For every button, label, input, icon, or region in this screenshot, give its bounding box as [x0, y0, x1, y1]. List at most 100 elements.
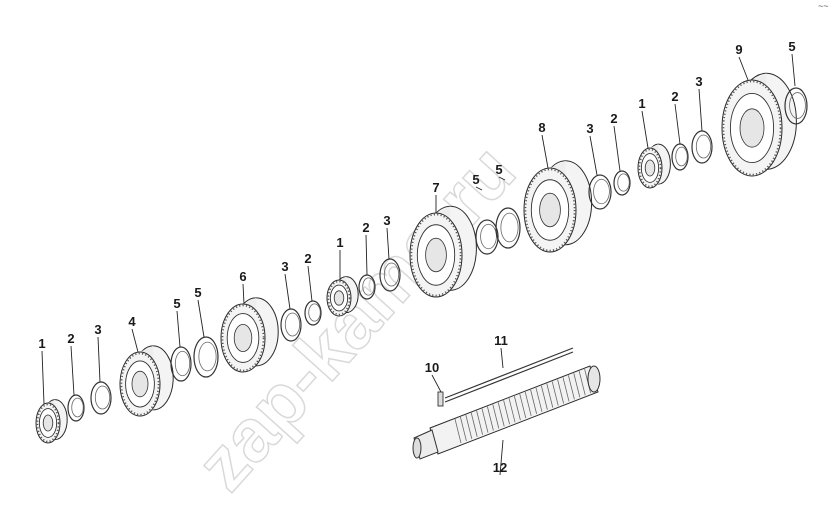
ring-outer — [280, 308, 302, 342]
leader-line — [500, 347, 504, 369]
gear-part — [35, 399, 68, 444]
gear-part — [119, 345, 174, 417]
leader-line — [641, 110, 649, 149]
shaft-spline — [454, 418, 462, 444]
ring-outer — [304, 300, 322, 326]
part-label: 4 — [128, 314, 136, 329]
shaft-spline — [551, 381, 559, 406]
ring-part — [671, 143, 689, 171]
gear-bore — [333, 290, 345, 306]
leader-line — [738, 56, 749, 81]
leader-line — [242, 283, 245, 305]
ring-outer — [379, 258, 401, 292]
ring-part — [90, 381, 112, 415]
leader-line — [97, 336, 101, 383]
ring-outer — [475, 219, 499, 255]
ring-outer — [170, 346, 192, 382]
shaft-spline — [514, 396, 521, 421]
gear-bore — [425, 237, 447, 273]
small-pin — [437, 391, 444, 407]
shaft-spline — [535, 387, 543, 412]
part-label: 2 — [610, 111, 617, 126]
ring-inner — [362, 277, 375, 296]
ring-part — [304, 300, 322, 326]
gear-bore — [739, 108, 765, 148]
part-label: 2 — [304, 251, 311, 266]
gear-teeth — [327, 280, 351, 316]
shaft-spline — [492, 404, 500, 429]
shaft-spline — [541, 385, 548, 410]
shaft-spline — [465, 414, 473, 439]
ring-part — [193, 336, 219, 378]
gear-part — [326, 276, 359, 317]
gear-teeth — [410, 213, 462, 297]
gear-teeth — [638, 148, 662, 188]
gear-bore — [539, 192, 561, 228]
ring-part — [475, 219, 499, 255]
ring-part — [588, 174, 612, 210]
ring-inner — [500, 212, 519, 243]
ring-part — [170, 346, 192, 382]
leader-line — [70, 345, 75, 396]
ring-part — [495, 207, 521, 249]
gear-bore — [644, 159, 656, 177]
gear-teeth — [722, 80, 782, 176]
shaft-spline — [524, 391, 532, 417]
shaft-spline — [497, 402, 505, 427]
part-label: 3 — [383, 213, 390, 228]
shaft-spline — [519, 393, 527, 419]
shaft-spline — [470, 412, 478, 437]
part-label: 1 — [336, 235, 343, 250]
leader-line — [499, 439, 504, 476]
part-label: 7 — [432, 180, 439, 195]
leader-line — [284, 273, 291, 310]
part-label: 5 — [788, 39, 795, 54]
leader-line — [541, 134, 549, 169]
leader-line — [791, 53, 796, 87]
shaft-spline — [568, 375, 575, 400]
ring-inner — [94, 385, 111, 410]
pin-rod-edge — [444, 351, 574, 403]
shaft-spline — [487, 406, 494, 431]
part-label: 5 — [173, 296, 180, 311]
leader-line — [41, 350, 45, 405]
ring-part — [691, 130, 713, 164]
ring-outer — [90, 381, 112, 415]
leader-line — [386, 227, 390, 260]
ring-outer — [193, 336, 219, 378]
leader-line — [498, 176, 506, 181]
part-label: 2 — [362, 220, 369, 235]
part-label: 10 — [425, 360, 439, 375]
part-label: 3 — [94, 322, 101, 337]
ring-part — [379, 258, 401, 292]
leader-line — [431, 374, 442, 393]
leader-line — [307, 265, 313, 302]
part-label: 2 — [671, 89, 678, 104]
leader-line — [131, 328, 139, 353]
leader-line — [589, 135, 598, 176]
ring-outer — [613, 170, 631, 196]
gear-part — [637, 143, 671, 189]
part-label: 11 — [494, 333, 508, 348]
part-label: 5 — [194, 285, 201, 300]
ring-inner — [308, 303, 321, 322]
ring-outer — [784, 87, 808, 125]
ring-inner — [71, 397, 84, 418]
part-label: 1 — [38, 336, 45, 351]
part-label: 6 — [239, 269, 246, 284]
part-label: 12 — [493, 460, 507, 475]
gear-part — [409, 205, 477, 298]
leader-line — [475, 186, 483, 191]
ring-outer — [67, 394, 85, 422]
part-label: 9 — [735, 42, 742, 57]
shaft-spline — [578, 371, 586, 396]
ring-inner — [198, 341, 217, 372]
part-label: 5 — [472, 172, 479, 187]
leader-line — [613, 125, 621, 172]
ring-inner — [284, 312, 301, 337]
part-label: 8 — [538, 120, 545, 135]
gear-bore — [131, 370, 149, 398]
shaft-spline — [530, 389, 537, 414]
